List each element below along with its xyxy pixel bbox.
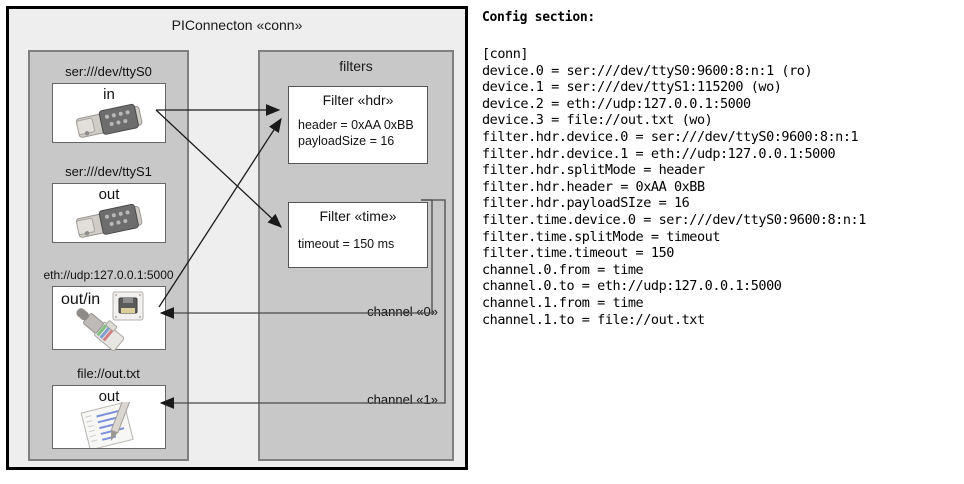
config-section: Config section: [conn] device.0 = ser://… [482, 6, 960, 476]
filter-title-hdr: Filter «hdr» [322, 92, 394, 108]
network-plug-icon [76, 308, 125, 351]
filters-panel-title: filters [339, 58, 373, 74]
device-card-eth[interactable]: out/in [52, 286, 166, 351]
device-card-ttys0[interactable]: in [52, 83, 166, 143]
page-title: PIConnecton «conn» [171, 17, 303, 33]
device-card-file[interactable]: out [52, 385, 166, 449]
channel-label-0: channel «0» [367, 304, 438, 319]
document-pen-icon [80, 402, 134, 448]
connector-outer-frame: PIConnecton «conn» ser:///dev/ttyS0 in [6, 6, 468, 470]
filter-box-hdr[interactable]: Filter «hdr» header = 0xAA 0xBB payloadS… [288, 86, 428, 164]
device-label-file: file://out.txt [77, 366, 140, 381]
filter-prop-header: header = 0xAA 0xBB [298, 118, 414, 132]
device-label-eth: eth://udp:127.0.0.1:5000 [43, 268, 174, 282]
filter-title-time: Filter «time» [319, 208, 397, 224]
filter-box-time[interactable]: Filter «time» timeout = 150 ms [288, 202, 428, 268]
device-direction-ttys0: in [103, 86, 115, 103]
channel-label-1: channel «1» [367, 392, 438, 407]
serial-port-icon [75, 203, 143, 238]
device-card-ttys1[interactable]: out [52, 183, 166, 243]
device-label-ttys1: ser:///dev/ttyS1 [65, 164, 152, 179]
device-label-ttys0: ser:///dev/ttyS0 [65, 64, 152, 79]
device-direction-ttys1: out [98, 186, 120, 203]
filters-panel: filters Filter «hdr» header = 0xAA 0xBB … [258, 50, 454, 461]
filter-prop-timeout: timeout = 150 ms [298, 237, 395, 251]
config-heading: Config section: [482, 10, 595, 25]
config-text: [conn] device.0 = ser:///dev/ttyS0:9600:… [482, 46, 866, 328]
device-direction-file: out [98, 388, 120, 405]
filter-prop-payloadsize: payloadSize = 16 [298, 134, 395, 148]
network-socket-icon [112, 291, 144, 321]
device-direction-eth: out/in [61, 291, 101, 308]
devices-panel: ser:///dev/ttyS0 in [28, 50, 189, 461]
serial-port-icon [75, 103, 143, 138]
